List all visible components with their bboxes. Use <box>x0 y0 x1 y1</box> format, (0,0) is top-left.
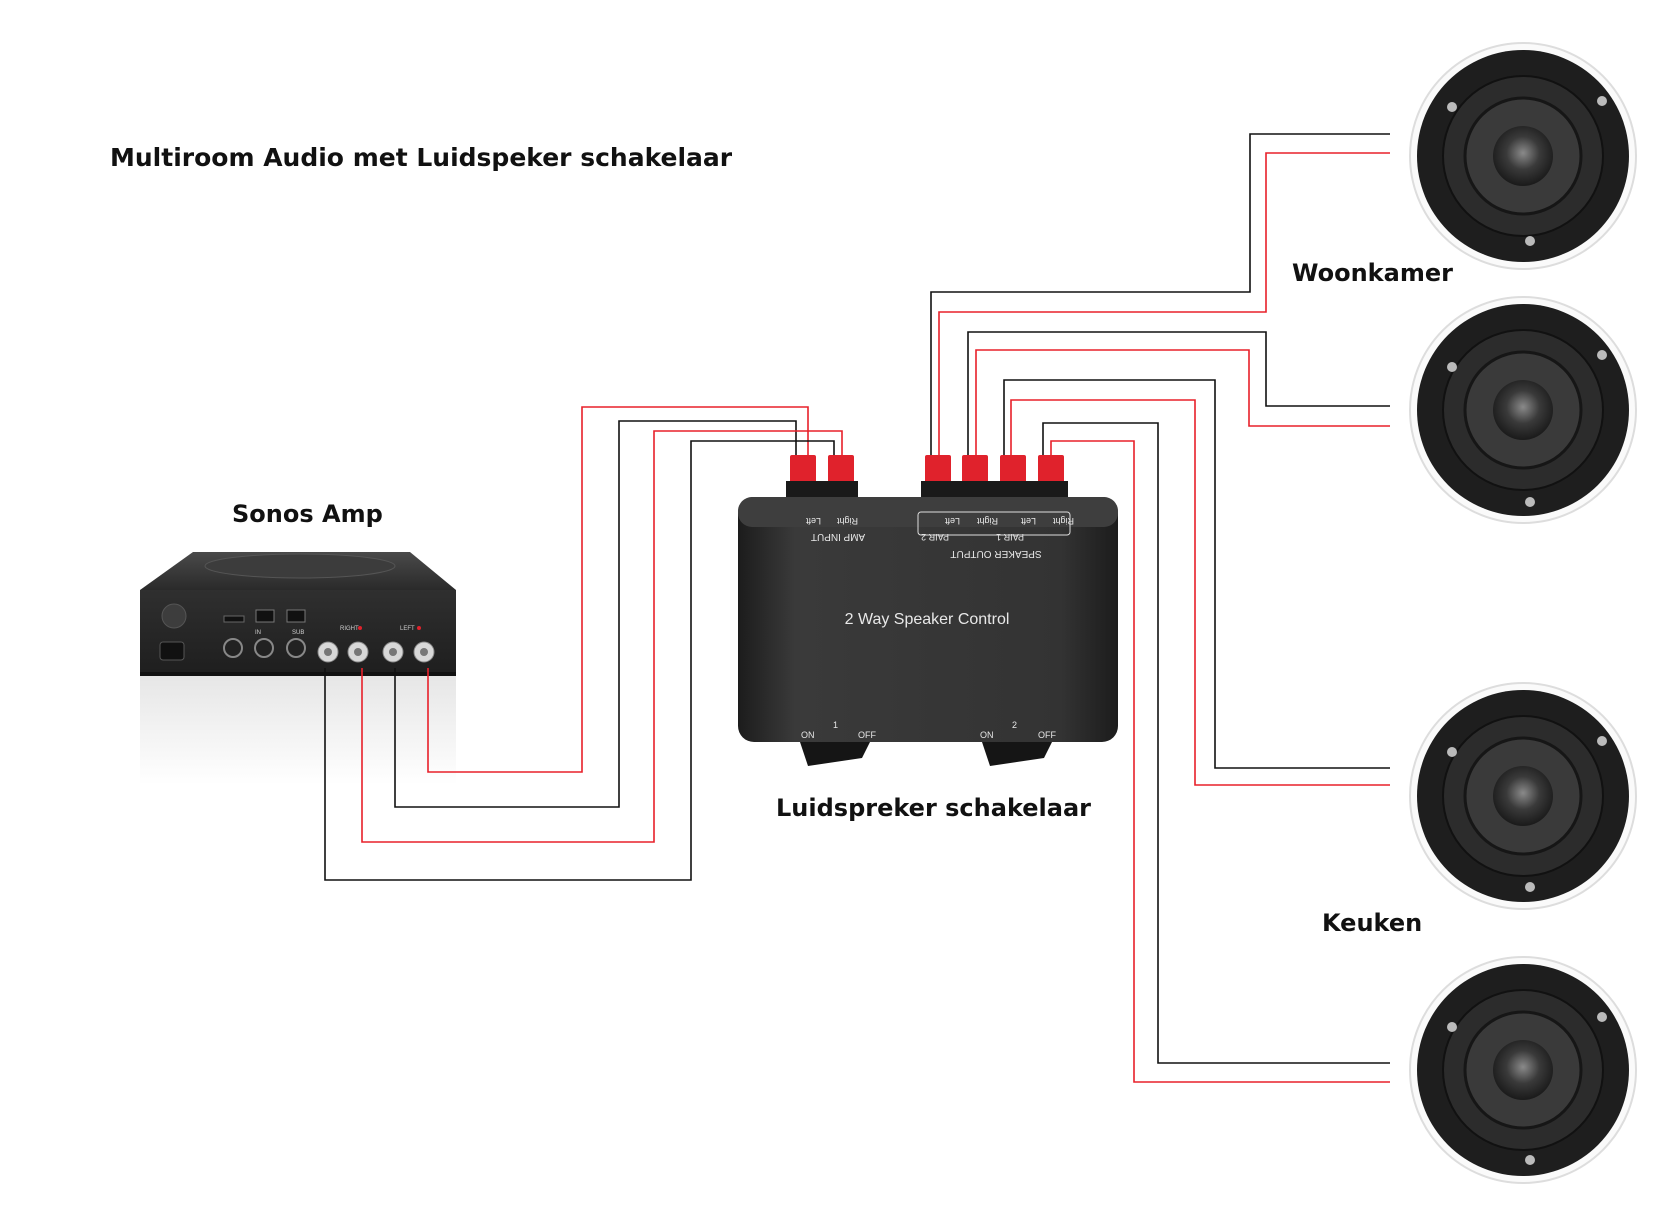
wire-amp-left-pos <box>427 406 809 773</box>
wire-pair2-left-pos <box>938 152 1390 455</box>
terminal-pair1-right <box>1038 455 1064 483</box>
amp-top-ring <box>204 553 396 579</box>
wire-pair2-right-neg <box>967 331 1390 455</box>
amp-ethernet-port-1 <box>255 609 275 623</box>
amp-power-button-icon <box>161 603 187 629</box>
amp-front-panel <box>140 590 456 676</box>
wire-amp-right-pos <box>361 430 843 843</box>
speaker-woonkamer-1 <box>1409 42 1637 270</box>
switch1-on-label: ON <box>801 730 815 740</box>
switch-pair2-right-label: Right <box>976 516 998 526</box>
amp-rca-jack-2 <box>254 638 274 658</box>
wire-amp-left-neg <box>394 420 797 808</box>
wire-amp-right-neg <box>324 440 835 881</box>
switch1-number: 1 <box>833 720 838 730</box>
amp-reflection <box>140 675 456 785</box>
terminal-amp-right <box>828 455 854 483</box>
wire-pair1-left-pos <box>1010 399 1390 786</box>
switch-product-name: 2 Way Speaker Control <box>845 611 1010 628</box>
amp-label: Sonos Amp <box>232 500 383 528</box>
amp-power-socket-icon <box>159 641 185 661</box>
wire-pair2-left-neg <box>930 133 1390 455</box>
rocker-switch-2[interactable] <box>982 742 1052 766</box>
wire-pair1-left-neg <box>1003 379 1390 769</box>
speaker-switch-box: AMP INPUT Left Right PAIR 2 PAIR 1 Left … <box>738 455 1118 766</box>
amp-rca-jack-1 <box>223 638 243 658</box>
switch-amp-input-label: AMP INPUT <box>811 531 865 542</box>
switch2-off-label: OFF <box>1038 730 1056 740</box>
wire-pair2-right-pos <box>975 349 1390 455</box>
speaker-keuken-1 <box>1409 682 1637 910</box>
terminal-pair2-right <box>962 455 988 483</box>
amp-sub-label: SUB <box>292 630 304 636</box>
amp-in-label: IN <box>255 630 261 636</box>
switch-label: Luidspreker schakelaar <box>776 794 1091 822</box>
room-label-woonkamer: Woonkamer <box>1292 259 1453 287</box>
switch1-off-label: OFF <box>858 730 876 740</box>
terminal-amp-left <box>790 455 816 483</box>
amp-right-label: RIGHT <box>340 626 359 632</box>
switch-pair1-left-label: Left <box>1020 516 1036 526</box>
diagram-title: Multiroom Audio met Luidspeker schakelaa… <box>110 143 733 172</box>
amp-hdmi-port-icon <box>223 615 245 623</box>
switch2-on-label: ON <box>980 730 994 740</box>
speaker-woonkamer-2 <box>1409 296 1637 524</box>
amp-rca-jack-3 <box>286 638 306 658</box>
wires-amp-to-switch <box>324 406 843 881</box>
switch-pair1-label: PAIR 1 <box>996 532 1024 542</box>
switch-amp-right-label: Right <box>836 516 858 526</box>
speaker-keuken-2 <box>1409 956 1637 1184</box>
wires-switch-to-speakers <box>930 133 1390 1083</box>
sonos-amp-device: IN SUB RIGHT LEFT <box>140 552 456 785</box>
wire-pair1-right-neg <box>1042 422 1390 1064</box>
switch-speaker-output-label: SPEAKER OUTPUT <box>950 548 1041 559</box>
switch-amp-left-label: Left <box>805 516 821 526</box>
switch-pair2-left-label: Left <box>944 516 960 526</box>
switch-pair2-label: PAIR 2 <box>921 532 949 542</box>
amp-ethernet-port-2 <box>286 609 306 623</box>
terminal-pair2-left <box>925 455 951 483</box>
amp-left-label: LEFT <box>400 626 415 632</box>
wire-pair1-right-pos <box>1050 440 1390 1083</box>
switch-pair1-right-label: Right <box>1052 516 1074 526</box>
switch2-number: 2 <box>1012 720 1017 730</box>
terminal-pair1-left <box>1000 455 1026 483</box>
room-label-keuken: Keuken <box>1322 909 1422 937</box>
rocker-switch-1[interactable] <box>800 742 870 766</box>
switch-box-body <box>738 497 1118 742</box>
